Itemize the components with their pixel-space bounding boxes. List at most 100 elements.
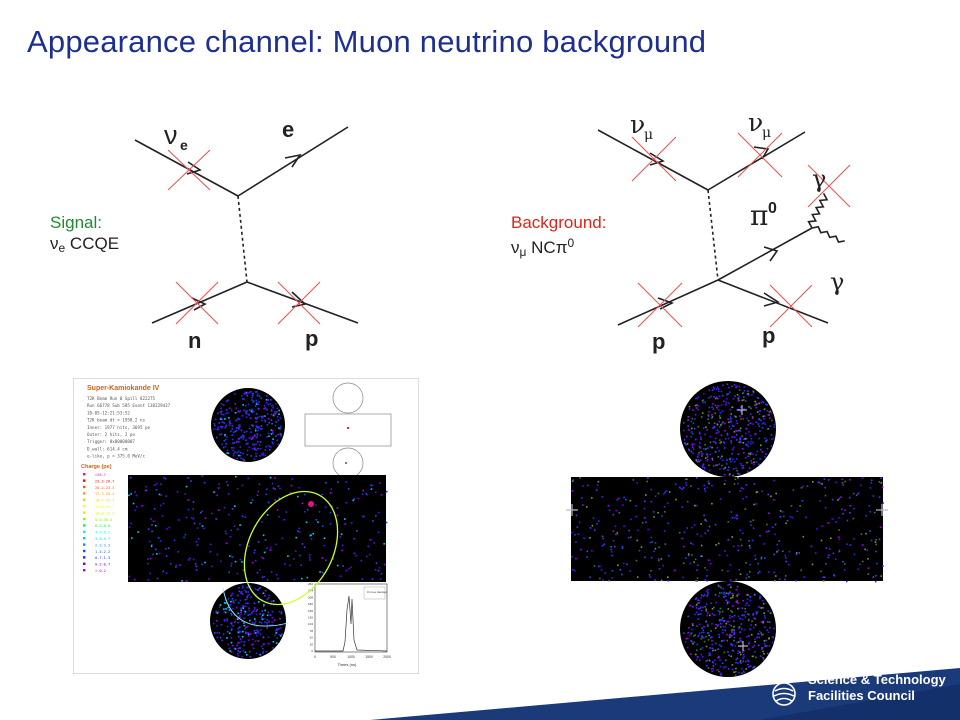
pmt-hit xyxy=(241,434,244,436)
pmt-hit xyxy=(740,668,743,670)
svg-text:μ: μ xyxy=(644,127,653,143)
pmt-hit xyxy=(353,498,356,500)
pmt-hit xyxy=(608,509,611,511)
pmt-hit xyxy=(823,576,826,578)
pmt-hit xyxy=(733,384,736,386)
pmt-hit xyxy=(748,452,750,455)
pmt-hit xyxy=(684,478,687,481)
pmt-hit xyxy=(736,385,738,387)
pmt-hit xyxy=(226,449,229,452)
pmt-hit xyxy=(718,613,721,616)
pmt-hit xyxy=(233,525,236,527)
pmt-hit xyxy=(740,662,742,664)
pmt-hit xyxy=(160,494,162,497)
pmt-hit xyxy=(630,518,632,521)
pmt-hit xyxy=(737,593,740,595)
pmt-hit xyxy=(345,569,347,572)
pmt-hit xyxy=(736,594,739,596)
pmt-hit xyxy=(195,565,197,568)
pmt-hit xyxy=(720,424,722,426)
pmt-hit xyxy=(287,555,289,557)
pmt-hit xyxy=(264,407,267,409)
pmt-hit xyxy=(267,399,270,401)
pmt-hit xyxy=(749,571,751,573)
pmt-hit xyxy=(708,397,710,399)
pmt-hit xyxy=(264,454,267,456)
pmt-hit xyxy=(707,414,710,416)
pmt-hit xyxy=(204,517,207,519)
pmt-hit xyxy=(841,482,844,484)
pmt-hit xyxy=(582,485,584,487)
pmt-hit xyxy=(179,564,181,566)
pmt-hit xyxy=(731,385,733,388)
pmt-hit xyxy=(683,429,685,432)
pmt-hit xyxy=(151,544,153,546)
pmt-hit xyxy=(212,622,215,625)
pmt-hit xyxy=(727,393,729,395)
pmt-hit xyxy=(226,620,228,622)
pmt-hit xyxy=(738,626,741,628)
pmt-hit xyxy=(696,455,699,458)
pmt-hit xyxy=(748,467,751,469)
pmt-hit xyxy=(739,441,742,444)
pmt-hit xyxy=(366,493,368,496)
pmt-hit xyxy=(228,609,231,611)
pmt-hit xyxy=(224,611,227,614)
pmt-hit xyxy=(221,418,223,421)
pmt-hit xyxy=(721,619,723,621)
pmt-hit xyxy=(258,483,261,485)
pmt-hit xyxy=(220,413,223,416)
pmt-hit xyxy=(222,633,225,635)
pmt-hit xyxy=(238,587,240,589)
pmt-hit xyxy=(352,499,354,502)
pmt-hit xyxy=(683,438,686,441)
pmt-hit xyxy=(765,440,767,443)
pmt-hit xyxy=(719,659,721,661)
pmt-hit xyxy=(722,384,724,386)
pmt-hit xyxy=(267,417,270,420)
pmt-hit xyxy=(168,526,170,529)
pmt-hit xyxy=(235,441,238,444)
pmt-hit xyxy=(707,612,709,614)
pmt-hit xyxy=(276,629,278,632)
pmt-hit xyxy=(728,634,731,637)
pmt-hit xyxy=(372,520,374,522)
pmt-hit xyxy=(245,591,247,593)
pmt-hit xyxy=(715,432,718,434)
pmt-hit xyxy=(738,627,740,630)
pmt-hit xyxy=(696,625,698,627)
pmt-hit xyxy=(855,494,858,497)
pmt-hit xyxy=(257,601,260,603)
pmt-hit xyxy=(220,560,222,563)
pmt-hit xyxy=(739,660,742,662)
pmt-hit xyxy=(644,517,646,519)
pmt-hit xyxy=(262,614,264,616)
pmt-hit xyxy=(610,551,613,553)
pmt-hit xyxy=(150,518,152,520)
pmt-hit xyxy=(224,445,227,448)
pmt-hit xyxy=(720,645,723,647)
pmt-hit xyxy=(280,425,282,428)
pmt-hit xyxy=(159,504,162,507)
pmt-hit xyxy=(726,633,728,636)
pmt-hit xyxy=(232,449,234,452)
pmt-hit xyxy=(617,564,619,567)
pmt-hit xyxy=(715,601,718,604)
pmt-hit xyxy=(749,422,752,424)
pmt-hit xyxy=(721,422,723,425)
pmt-hit xyxy=(820,570,822,573)
pmt-hit xyxy=(740,623,743,625)
pmt-hit xyxy=(279,487,281,490)
pmt-hit xyxy=(269,476,272,479)
pmt-hit xyxy=(239,454,241,457)
pmt-hit xyxy=(738,473,741,475)
pmt-hit xyxy=(725,398,728,400)
pmt-hit xyxy=(727,668,730,670)
pmt-hit xyxy=(718,633,720,636)
legend-swatch xyxy=(83,549,86,553)
pmt-hit xyxy=(682,576,684,579)
pmt-hit xyxy=(242,434,245,437)
pmt-hit xyxy=(735,386,737,389)
pmt-hit xyxy=(710,630,712,632)
pmt-hit xyxy=(766,447,769,450)
